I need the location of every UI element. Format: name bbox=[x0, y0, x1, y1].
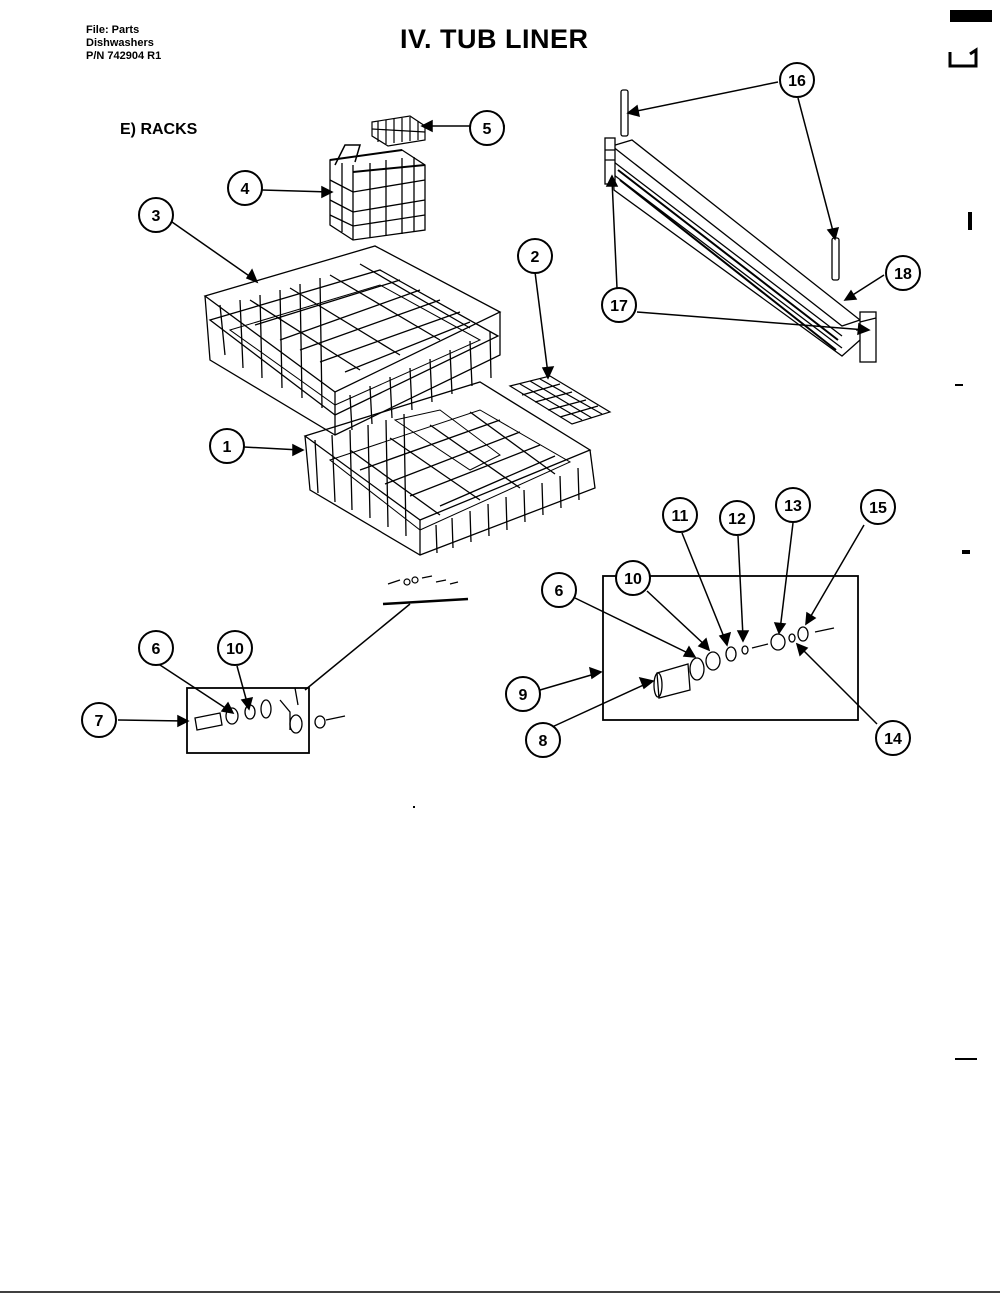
page-title: IV. TUB LINER bbox=[400, 24, 589, 54]
callout-11: 11 bbox=[662, 497, 698, 533]
svg-text:1: 1 bbox=[223, 439, 232, 456]
leader-detail-left bbox=[304, 603, 411, 691]
svg-text:18: 18 bbox=[894, 266, 912, 283]
svg-text:10: 10 bbox=[624, 571, 642, 588]
callout-10-right: 10 bbox=[615, 560, 651, 596]
svg-text:13: 13 bbox=[784, 498, 802, 515]
upper-rack bbox=[203, 245, 502, 436]
leader-lines bbox=[117, 81, 885, 734]
callout-14: 14 bbox=[875, 720, 911, 756]
svg-text:9: 9 bbox=[519, 687, 528, 704]
part-number-label: P/N 742904 R1 bbox=[86, 50, 162, 62]
callout-6-right: 6 bbox=[541, 572, 577, 608]
svg-text:5: 5 bbox=[483, 121, 492, 138]
callout-4: 4 bbox=[227, 170, 263, 206]
callout-16: 16 bbox=[779, 62, 815, 98]
callout-13: 13 bbox=[775, 487, 811, 523]
svg-text:4: 4 bbox=[241, 181, 250, 198]
svg-text:10: 10 bbox=[226, 641, 244, 658]
basket-cover bbox=[371, 115, 426, 147]
file-label: File: Parts bbox=[86, 24, 140, 36]
rack-rail-assembly bbox=[604, 89, 877, 363]
svg-text:17: 17 bbox=[610, 298, 628, 315]
section-label: E) RACKS bbox=[120, 121, 198, 138]
rack-wheel-hardware bbox=[382, 575, 469, 606]
callout-6-left: 6 bbox=[138, 630, 174, 666]
svg-text:7: 7 bbox=[95, 713, 104, 730]
callout-12: 12 bbox=[719, 500, 755, 536]
lower-rack bbox=[303, 381, 596, 556]
callout-7: 7 bbox=[81, 702, 117, 738]
callout-2: 2 bbox=[517, 238, 553, 274]
callout-17: 17 bbox=[601, 287, 637, 323]
svg-text:16: 16 bbox=[788, 73, 806, 90]
callout-1: 1 bbox=[209, 428, 245, 464]
callout-5: 5 bbox=[469, 110, 505, 146]
svg-text:12: 12 bbox=[728, 511, 746, 528]
scan-mark-corner bbox=[948, 47, 978, 68]
svg-text:15: 15 bbox=[869, 500, 887, 517]
scan-mark-top-right bbox=[950, 10, 992, 22]
wheel-detail-box-right bbox=[602, 575, 859, 721]
callout-3: 3 bbox=[138, 197, 174, 233]
callout-8: 8 bbox=[525, 722, 561, 758]
cup-shelf bbox=[508, 375, 612, 425]
silverware-basket bbox=[329, 144, 426, 241]
svg-text:6: 6 bbox=[152, 641, 161, 658]
callout-18: 18 bbox=[885, 255, 921, 291]
file-header: File: Parts Dishwashers P/N 742904 R1 bbox=[86, 24, 161, 63]
callout-9: 9 bbox=[505, 676, 541, 712]
svg-text:8: 8 bbox=[539, 733, 548, 750]
svg-text:6: 6 bbox=[555, 583, 564, 600]
callout-10-left: 10 bbox=[217, 630, 253, 666]
scan-specks bbox=[413, 212, 977, 1060]
product-label: Dishwashers bbox=[86, 37, 154, 49]
svg-text:11: 11 bbox=[672, 508, 689, 525]
svg-text:14: 14 bbox=[884, 731, 902, 748]
callout-15: 15 bbox=[860, 489, 896, 525]
svg-text:2: 2 bbox=[531, 249, 540, 266]
svg-text:3: 3 bbox=[152, 208, 161, 225]
